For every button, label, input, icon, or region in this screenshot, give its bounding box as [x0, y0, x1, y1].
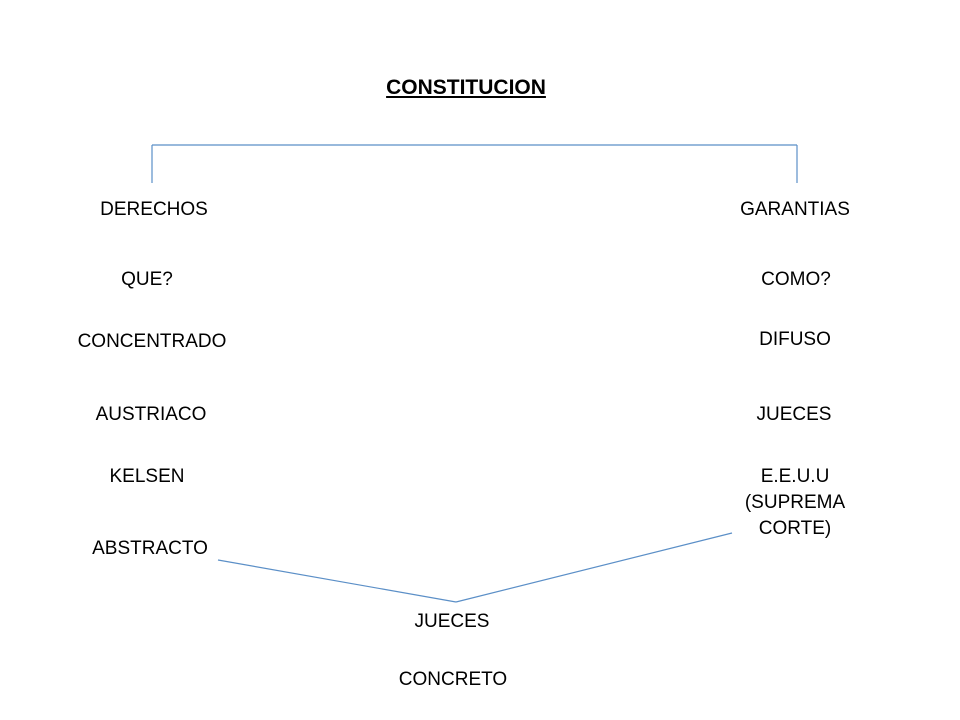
left-control: ABSTRACTO	[92, 538, 208, 559]
connector-suprema-corte-to-jueces	[455, 532, 733, 603]
right-question: COMO?	[761, 269, 831, 290]
left-heading: DERECHOS	[100, 199, 208, 220]
left-author: KELSEN	[109, 466, 185, 487]
right-organ: JUECES	[756, 404, 832, 425]
left-system: CONCENTRADO	[77, 331, 227, 352]
right-heading: GARANTIAS	[740, 199, 850, 220]
right-origin-line3: CORTE)	[758, 518, 832, 539]
left-origin: AUSTRIACO	[95, 404, 207, 425]
right-origin-line1: E.E.U.U	[760, 466, 830, 487]
right-origin-line2: (SUPREMA	[744, 492, 846, 513]
right-origin: E.E.U.U (SUPREMA CORTE)	[735, 464, 855, 542]
bottom-organ: JUECES	[414, 611, 490, 632]
diagram-title: CONSTITUCION	[386, 76, 546, 99]
right-system: DIFUSO	[759, 329, 831, 350]
left-question: QUE?	[121, 269, 173, 290]
connector-abstracto-to-jueces	[217, 559, 457, 603]
bottom-control: CONCRETO	[398, 669, 508, 690]
